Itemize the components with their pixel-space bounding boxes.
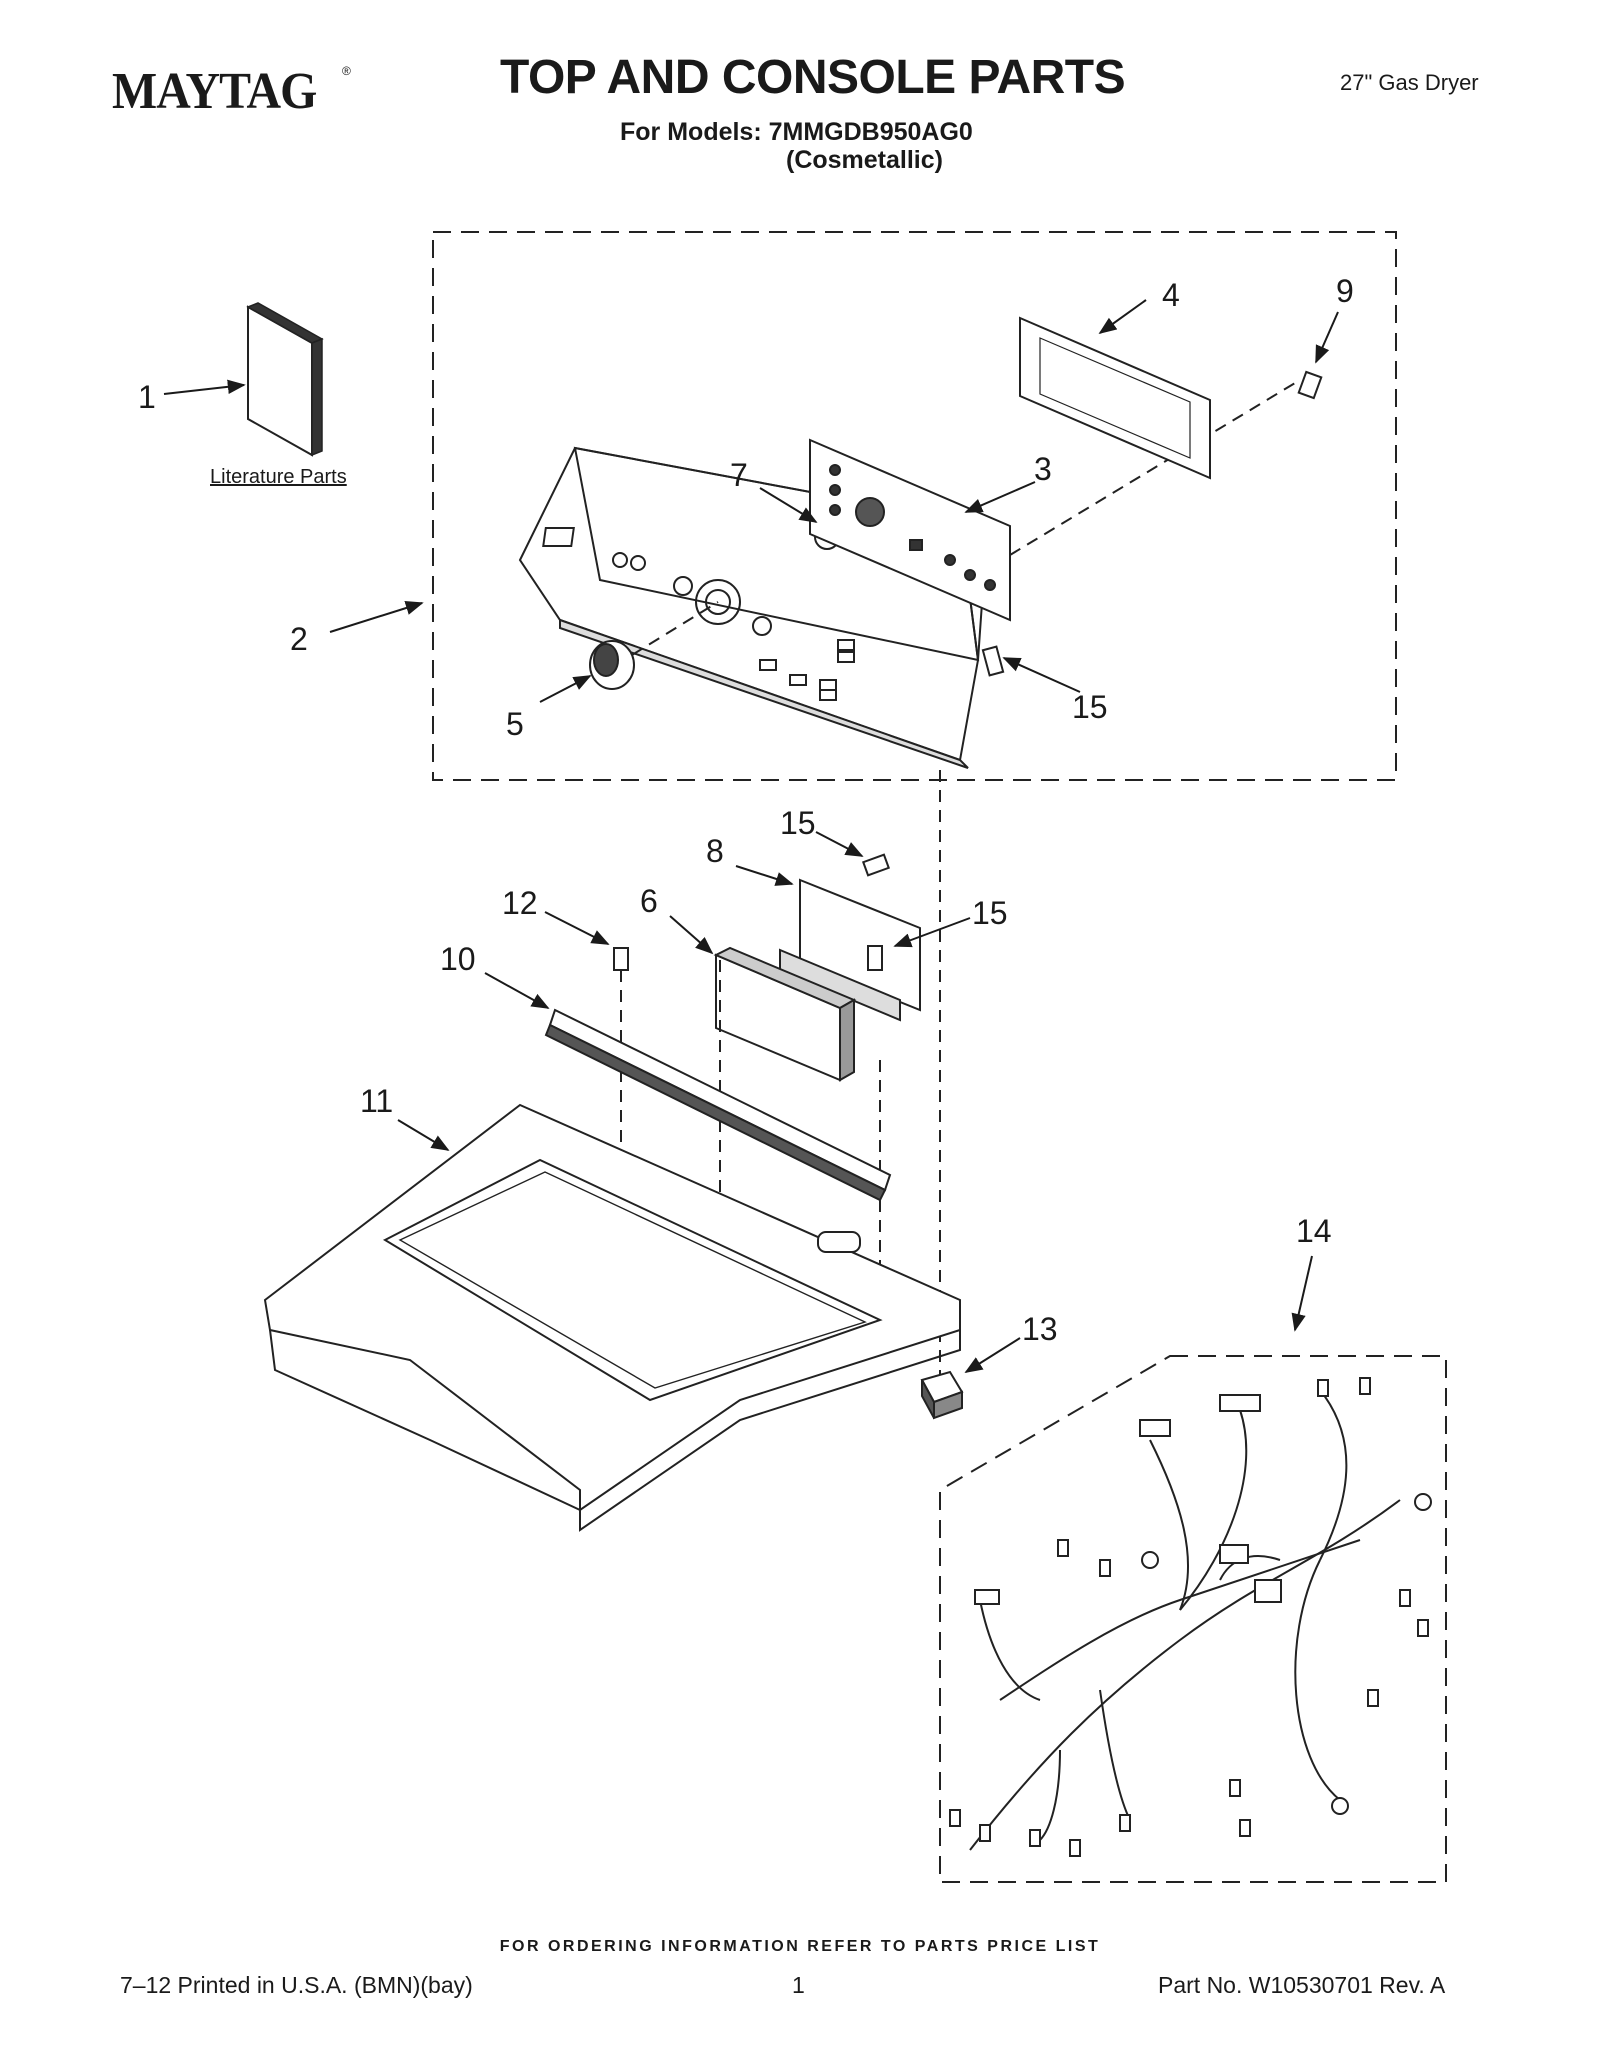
dryer-top-part — [263, 1103, 961, 1532]
callout-7: 7 — [730, 457, 748, 493]
page-title: TOP AND CONSOLE PARTS — [500, 51, 1126, 104]
page-number: 1 — [792, 1972, 805, 1998]
part-number: Part No. W10530701 Rev. A — [1158, 1972, 1446, 1998]
finish-label: (Cosmetallic) — [786, 146, 943, 174]
callout-15-lower: 15 — [972, 895, 1008, 931]
control-module-part — [713, 946, 857, 1082]
top-rail-part — [544, 1008, 892, 1202]
harness-group-box — [939, 1355, 1447, 1883]
screw-9 — [1297, 370, 1323, 400]
mounting-plate-part — [779, 878, 921, 1022]
callout-10: 10 — [440, 941, 476, 977]
screw-15-upper — [981, 645, 1005, 677]
callout-14: 14 — [1296, 1213, 1332, 1249]
brand-logo: MAYTAG — [112, 63, 317, 120]
callout-4: 4 — [1162, 277, 1180, 313]
models-line: For Models: 7MMGDB950AG0 — [620, 118, 973, 146]
screw-12 — [613, 947, 629, 971]
registered-mark: ® — [342, 64, 351, 78]
callout-5: 5 — [506, 706, 524, 742]
callout-15-middle: 15 — [780, 805, 816, 841]
callout-11: 11 — [360, 1083, 393, 1119]
literature-booklet-part — [246, 302, 324, 457]
callout-1: 1 — [138, 379, 156, 415]
literature-parts-label: Literature Parts — [210, 466, 347, 488]
callout-2: 2 — [290, 621, 308, 657]
knob-part — [589, 640, 635, 690]
callout-8: 8 — [706, 833, 724, 869]
callout-13: 13 — [1022, 1311, 1058, 1347]
ui-board-part — [809, 438, 1011, 622]
wire-harness-part — [949, 1377, 1432, 1857]
callout-12: 12 — [502, 885, 538, 921]
callout-leaders — [163, 299, 1339, 1373]
foot-part — [920, 1370, 964, 1420]
console-panel-part — [518, 446, 987, 769]
callout-9: 9 — [1336, 273, 1354, 309]
product-type: 27" Gas Dryer — [1340, 70, 1479, 95]
console-bracket-part — [1019, 316, 1211, 480]
console-group-box — [432, 231, 1397, 781]
callout-15-upper: 15 — [1072, 689, 1108, 725]
ordering-note: FOR ORDERING INFORMATION REFER TO PARTS … — [499, 1938, 1101, 1955]
screw-15-lower — [861, 853, 891, 971]
callout-3: 3 — [1034, 451, 1052, 487]
print-info: 7–12 Printed in U.S.A. (BMN)(bay) — [120, 1972, 473, 1998]
callout-6: 6 — [640, 883, 658, 919]
